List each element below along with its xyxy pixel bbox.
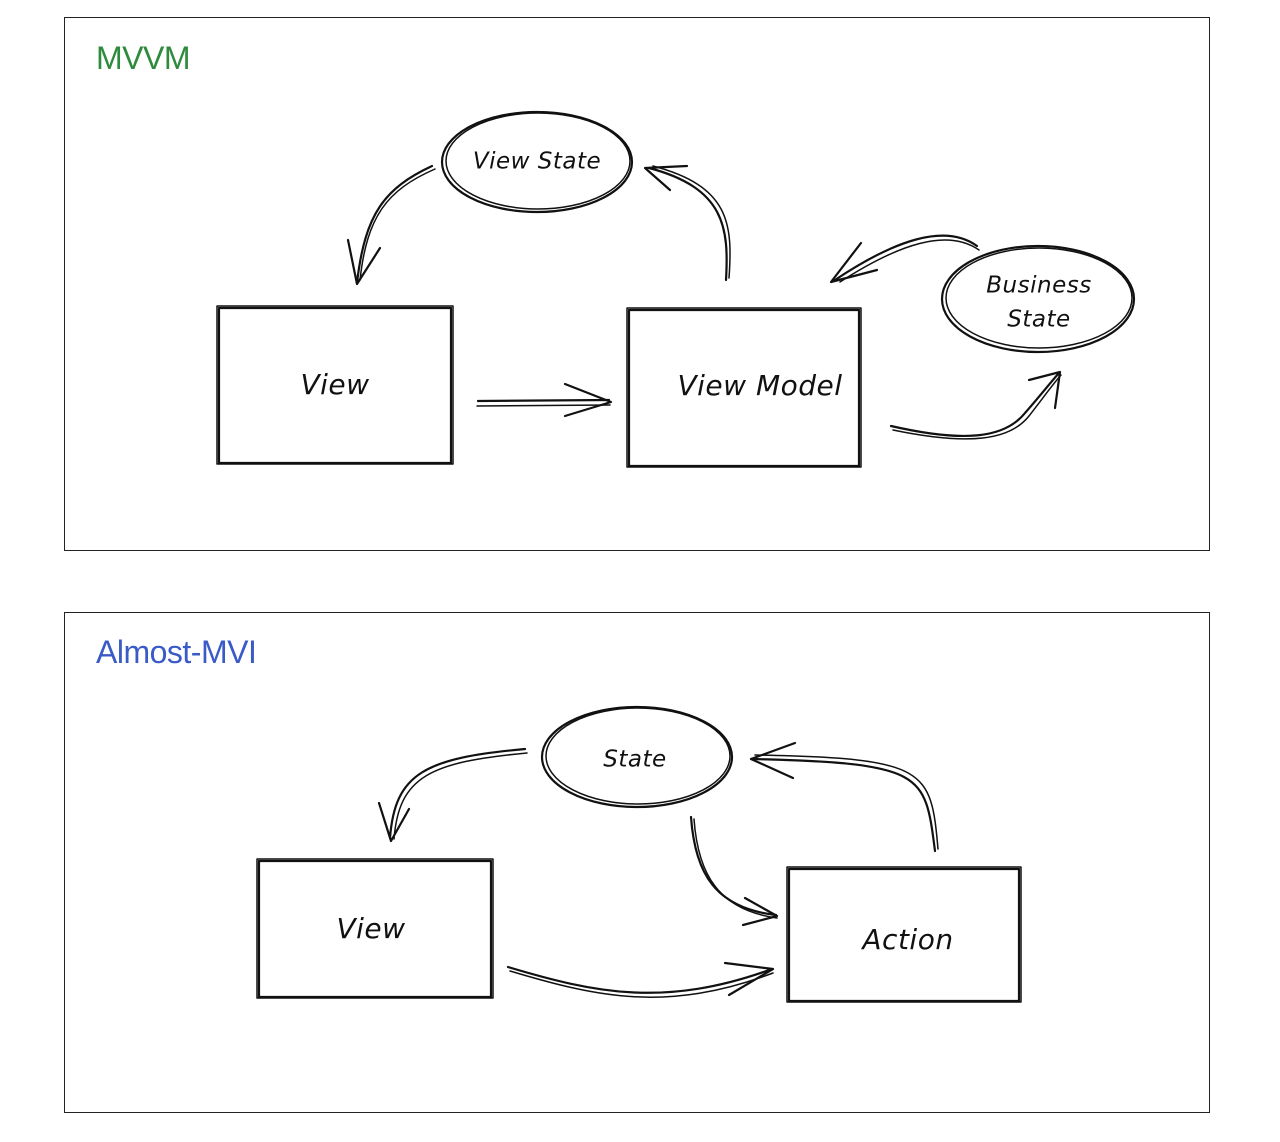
arrow-state-to-action xyxy=(689,815,779,927)
view-state-node: View State xyxy=(440,110,634,214)
arrow-view-to-viewmodel xyxy=(476,382,613,418)
business-state-label-line1: Business xyxy=(986,273,1091,299)
view-model-node: View Model xyxy=(626,307,862,468)
mvi-diagram: State View Action xyxy=(256,705,1022,1003)
state-label: State xyxy=(603,747,666,773)
mvvm-diagram: View State View View Model Business Stat… xyxy=(216,110,1136,468)
view-state-label: View State xyxy=(473,149,601,175)
mvi-title: Almost-MVI xyxy=(96,634,257,670)
mvi-view-node: View xyxy=(256,858,494,999)
business-state-node: Business State xyxy=(940,244,1136,354)
arrow-viewstate-to-view xyxy=(346,164,436,286)
business-state-label-line2: State xyxy=(1007,307,1070,333)
mvvm-title: MVVM xyxy=(96,40,191,76)
arrow-viewmodel-to-businessstate xyxy=(889,370,1062,440)
view-label: View xyxy=(300,368,369,401)
view-node: View xyxy=(216,305,454,465)
arrow-businessstate-to-viewmodel xyxy=(829,234,980,284)
mvvm-panel: MVVM View State View View Model Business… xyxy=(64,17,1210,551)
arrow-state-to-view xyxy=(377,747,528,843)
state-node: State xyxy=(540,705,734,809)
mvi-view-label: View xyxy=(336,912,405,945)
arrow-view-to-action xyxy=(506,961,775,998)
action-label: Action xyxy=(860,923,953,956)
view-model-label: View Model xyxy=(677,369,842,402)
action-node: Action xyxy=(786,866,1022,1003)
arrow-action-to-state xyxy=(749,741,939,853)
mvi-panel: Almost-MVI State View Action xyxy=(64,612,1210,1113)
arrow-viewmodel-to-viewstate xyxy=(643,164,731,282)
